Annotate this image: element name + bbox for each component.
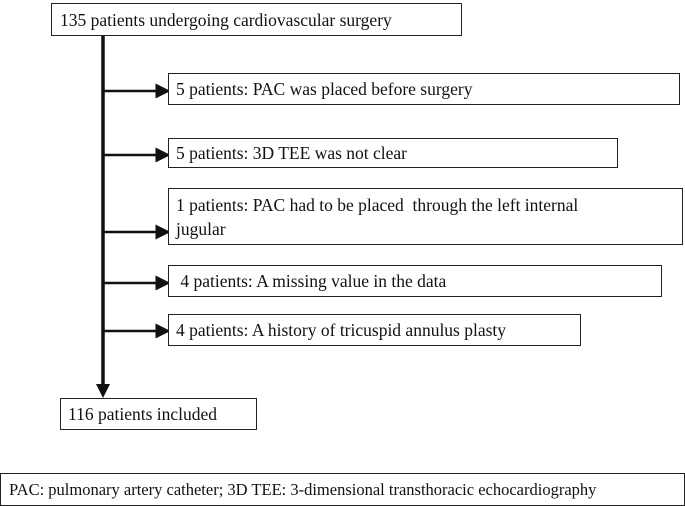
- exclusion-box-1-label: 5 patients: PAC was placed before surger…: [176, 79, 473, 99]
- end-box: 116 patients included: [60, 398, 257, 430]
- exclusion-box-4-label: 4 patients: A missing value in the data: [176, 271, 447, 291]
- footnote-box: PAC: pulmonary artery catheter; 3D TEE: …: [0, 473, 685, 506]
- exclusion-box-2: 5 patients: 3D TEE was not clear: [168, 138, 618, 168]
- main-down-arrow-icon: [96, 384, 110, 398]
- exclusion-box-2-label: 5 patients: 3D TEE was not clear: [176, 143, 408, 163]
- exclusion-box-1: 5 patients: PAC was placed before surger…: [168, 73, 680, 105]
- exclusion-box-3-line-1: 1 patients: PAC had to be placed through…: [176, 195, 579, 215]
- start-box-label: 135 patients undergoing cardiovascular s…: [60, 10, 392, 30]
- footnote-text: PAC: pulmonary artery catheter; 3D TEE: …: [9, 480, 597, 499]
- exclusion-box-3-line-2: jugular: [176, 219, 226, 239]
- start-box: 135 patients undergoing cardiovascular s…: [51, 3, 462, 36]
- exclusion-box-3: 1 patients: PAC had to be placed through…: [168, 188, 683, 245]
- exclusion-box-5-label: 4 patients: A history of tricuspid annul…: [176, 320, 507, 340]
- end-box-label: 116 patients included: [68, 404, 218, 424]
- exclusion-box-5: 4 patients: A history of tricuspid annul…: [168, 314, 581, 346]
- exclusion-box-4: 4 patients: A missing value in the data: [168, 265, 662, 297]
